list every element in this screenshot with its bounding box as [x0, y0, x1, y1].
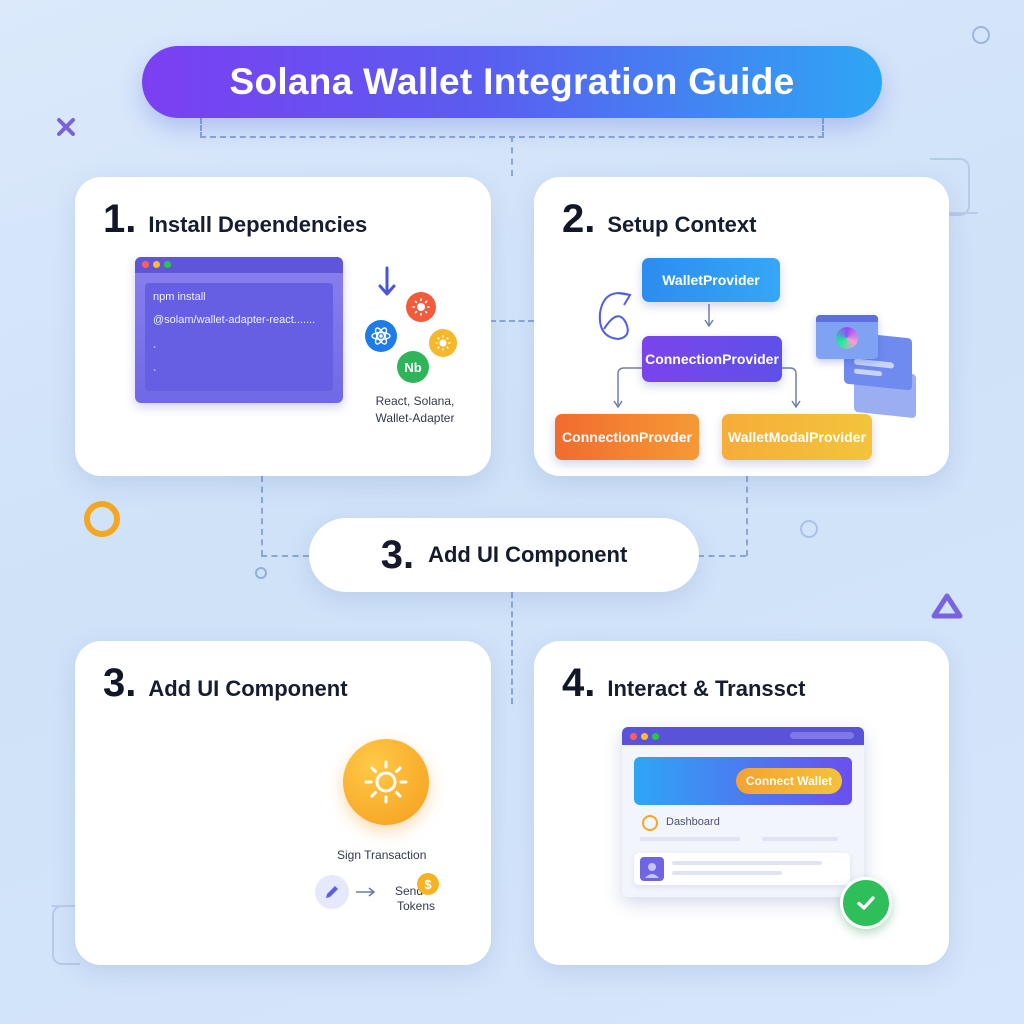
- ring-decor-blue: [255, 567, 267, 579]
- ring-decor-orange: [84, 501, 120, 537]
- caption-line: Wallet-Adapter: [375, 411, 455, 425]
- sign-transaction-label: Sign Transaction: [337, 848, 427, 862]
- avatar: [640, 857, 664, 881]
- terminal-line: ˎ: [153, 360, 157, 372]
- wallet-provider-label: WalletProvider: [662, 272, 760, 288]
- placeholder-line: [672, 861, 822, 865]
- page-title: Solana Wallet Integration Guide: [229, 61, 795, 102]
- solana-logo-icon: [836, 327, 858, 349]
- title-banner: Solana Wallet Integration Guide: [142, 46, 882, 118]
- connector-left-h: [261, 555, 309, 557]
- app-hero-banner: Connect Wallet: [634, 757, 852, 805]
- arrow-right-icon: [355, 885, 377, 897]
- close-icon-decor: [55, 116, 77, 138]
- connection-provider-label: ConnectionProvider: [645, 351, 779, 367]
- terminal-line: @solam/wallet-adapter-react.......: [153, 314, 316, 326]
- window-dot-red: [630, 733, 637, 740]
- window-dot-green: [164, 261, 171, 268]
- step4-number: 4.: [562, 661, 596, 705]
- step1-label: Install Dependencies: [148, 212, 368, 237]
- wallet-provider-node: WalletProvider: [642, 258, 780, 302]
- connector-right-v: [746, 476, 748, 556]
- react-icon: [365, 320, 397, 352]
- sun-icon-yellow: [429, 329, 457, 357]
- window-dot-yellow: [153, 261, 160, 268]
- step2-number: 2.: [562, 197, 596, 241]
- connector-title-h: [200, 118, 824, 138]
- window-dot-yellow: [641, 733, 648, 740]
- send-tokens-label: Send Tokens: [383, 884, 435, 914]
- caption-line: React, Solana,: [375, 394, 455, 408]
- step3-label: Add UI Component: [148, 676, 348, 701]
- address-bar: [790, 732, 854, 739]
- window-dot-red: [142, 261, 149, 268]
- pen-icon: [315, 875, 349, 909]
- connection-provder-label: ConnectionProvder: [562, 429, 692, 445]
- placeholder-line: [672, 871, 782, 875]
- frame-decor-topright: [930, 158, 970, 216]
- dashboard-label: Dashboard: [666, 816, 720, 828]
- wallet-modal-provider-label: WalletModalProvider: [728, 429, 866, 445]
- terminal-window: npm install @solam/wallet-adapter-react.…: [135, 257, 343, 403]
- app-window: Connect Wallet Dashboard: [622, 727, 864, 897]
- center-step-number: 3.: [380, 532, 415, 577]
- connector-mid-v: [511, 592, 513, 704]
- step4-label: Interact & Transsct: [607, 676, 806, 701]
- connector-cards-h: [490, 320, 534, 322]
- ring-decor-small: [972, 26, 990, 44]
- terminal-line: ˎ: [153, 337, 157, 349]
- center-step-pill: 3. Add UI Component: [309, 518, 699, 592]
- placeholder-line: [762, 837, 838, 841]
- step2-label: Setup Context: [607, 212, 757, 237]
- download-arrow-icon: [377, 265, 397, 299]
- node-icon-text: Nb: [404, 359, 422, 375]
- app-titlebar: [622, 727, 864, 745]
- step1-card: 1. Install Dependencies npm install @sol…: [75, 177, 491, 476]
- connector-right-h: [698, 555, 746, 557]
- coin-icon: $: [417, 873, 439, 895]
- step1-caption: React, Solana, Wallet-Adapter: [365, 393, 465, 427]
- connection-provder-node: ConnectionProvder: [555, 414, 699, 460]
- ring-decor-right: [800, 520, 818, 538]
- coin-symbol: $: [424, 876, 432, 892]
- send-line: Send: [395, 884, 424, 898]
- stacked-windows-illustration: [814, 313, 924, 423]
- triangle-decor-icon: [930, 592, 964, 620]
- placeholder-line: [640, 837, 740, 841]
- step1-number: 1.: [103, 197, 137, 241]
- center-step-label: Add UI Component: [428, 542, 628, 567]
- context-tree-connectors: [598, 292, 801, 409]
- dashboard-icon: [642, 815, 658, 831]
- send-line: Tokens: [397, 899, 436, 913]
- window-dot-green: [652, 733, 659, 740]
- connector-title-v: [511, 136, 513, 176]
- step3-card: 3. Add UI Component Sign Transaction Sen…: [75, 641, 491, 965]
- check-icon: [840, 877, 892, 929]
- connect-wallet-label: Connect Wallet: [745, 774, 833, 788]
- step4-card: 4. Interact & Transsct Connect Wallet Da…: [534, 641, 949, 965]
- terminal-titlebar: [135, 257, 343, 273]
- terminal-line: npm install: [153, 291, 206, 303]
- connector-left-v: [261, 476, 263, 556]
- connect-wallet-button[interactable]: Connect Wallet: [736, 768, 842, 794]
- connection-provider-node: ConnectionProvider: [642, 336, 782, 382]
- window-front: [816, 315, 878, 359]
- user-row: [634, 853, 850, 885]
- wallet-modal-provider-node: WalletModalProvider: [722, 414, 872, 460]
- sun-icon-red: [406, 292, 436, 322]
- step2-card: 2. Setup Context WalletProvider Connecti…: [534, 177, 949, 476]
- sun-icon: [343, 739, 429, 825]
- terminal-body: npm install @solam/wallet-adapter-react.…: [145, 283, 333, 391]
- step3-number: 3.: [103, 661, 137, 705]
- node-icon: Nb: [397, 351, 429, 383]
